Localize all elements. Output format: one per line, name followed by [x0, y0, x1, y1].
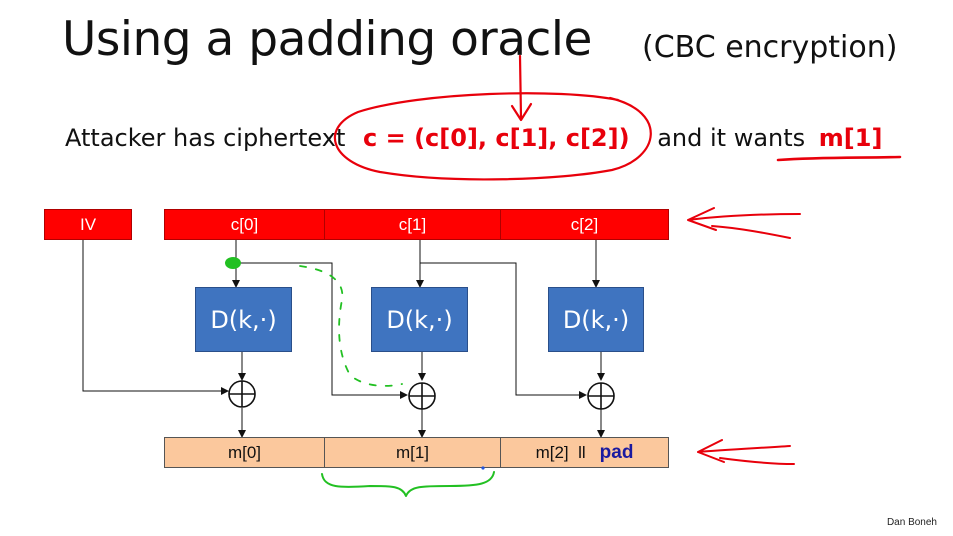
plain-block-label: m[1] [395, 442, 430, 462]
pad-label: pad [599, 441, 634, 463]
iv-label: IV [79, 214, 97, 234]
decrypt-box-1: D(k,·) [195, 287, 292, 352]
cipher-block-label: c[1] [398, 214, 427, 234]
cipher-block-c1: c[1] [324, 209, 501, 240]
decrypt-label: D(k,·) [210, 305, 277, 334]
cipher-block-label: c[0] [230, 214, 259, 234]
iv-to-xor1-line [82, 240, 229, 395]
decrypt-box-2: D(k,·) [371, 287, 468, 352]
slide-subtitle: (CBC encryption) [642, 30, 898, 65]
plain-block-m1: m[1] [324, 437, 501, 468]
plain-block-label: m[0] [227, 442, 262, 462]
slide-title: Using a padding oracle [62, 12, 592, 67]
plain-block-m0: m[0] [164, 437, 325, 468]
cipher-block-c2: c[2] [500, 209, 669, 240]
plain-block-label: m[2] ll [535, 442, 586, 462]
target-expression: m[1] [818, 124, 883, 152]
decrypt-label: D(k,·) [562, 305, 630, 334]
cipher-block-label: c[2] [570, 214, 599, 234]
author-credit: Dan Boneh [886, 517, 937, 528]
cipher-block-c0: c[0] [164, 209, 325, 240]
decrypt-box-3: D(k,·) [548, 287, 644, 352]
statement-middle: and it wants [657, 124, 806, 152]
c1-to-xor3-line [420, 262, 587, 399]
plain-block-m2-pad: m[2] ll pad [500, 437, 669, 468]
iv-block: IV [44, 209, 132, 240]
decrypt-label: D(k,·) [386, 305, 453, 334]
statement-prefix: Attacker has ciphertext [65, 124, 346, 152]
